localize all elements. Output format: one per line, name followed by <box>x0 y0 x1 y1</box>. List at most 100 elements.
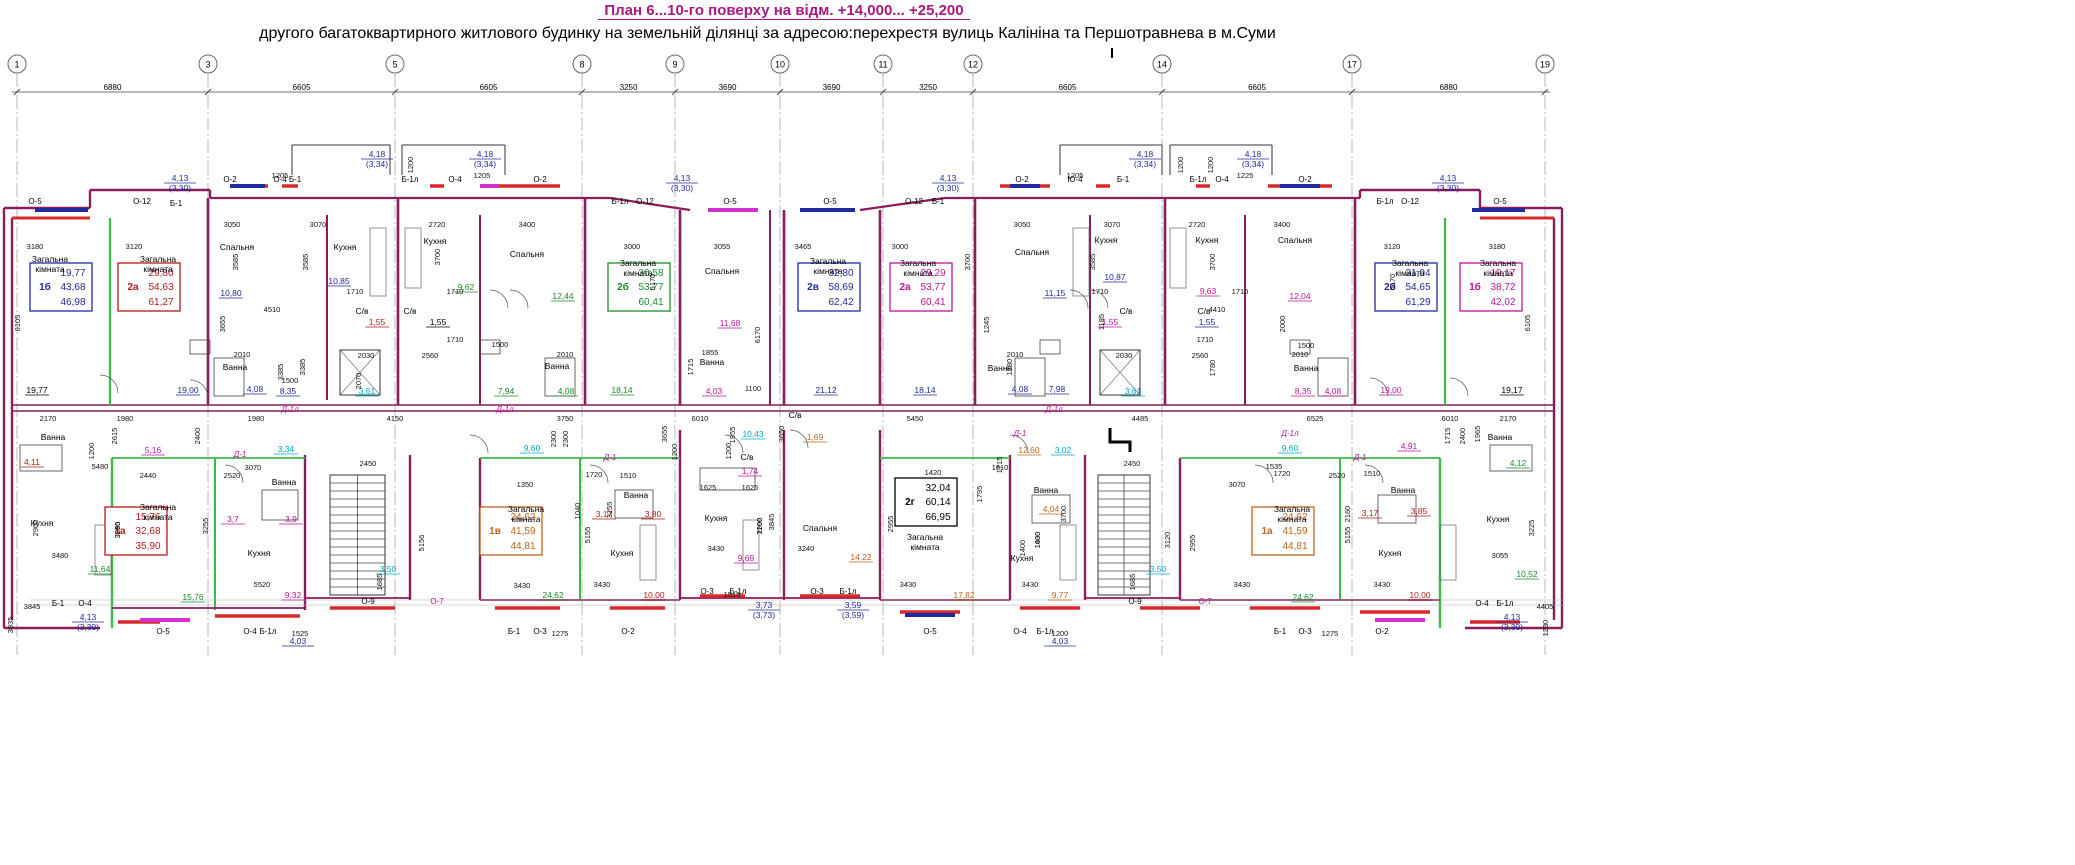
room-label: Ванна <box>545 361 570 371</box>
room-area: 9,62 <box>458 282 475 292</box>
room-label: кімната <box>1277 514 1306 524</box>
element-mark: О-3 <box>810 587 824 596</box>
element-mark: О-4 <box>1013 627 1027 636</box>
element-mark: Д-1 <box>603 453 617 462</box>
dimension-label: 3750 <box>557 414 574 423</box>
balcony-area: 3,73 <box>756 600 773 610</box>
apartment-box <box>797 262 861 312</box>
room-area: 3,34 <box>278 444 295 454</box>
element-mark: Б-1 <box>52 599 65 608</box>
axis-label: 3 <box>205 60 210 70</box>
room-area: 15,76 <box>182 592 204 602</box>
apartment-type: 2а <box>127 282 139 293</box>
room-label: Загальна <box>140 254 177 264</box>
dimension-tick <box>969 88 977 96</box>
axis-label: 9 <box>672 60 677 70</box>
dimension-label: 5480 <box>92 462 109 471</box>
dimension-tick <box>879 88 887 96</box>
room-area: 7,94 <box>498 386 515 396</box>
dimension-label: 1510 <box>620 471 637 480</box>
dimension-tick <box>578 88 586 96</box>
room-label: Ванна <box>272 477 297 487</box>
room-label: Кухня <box>611 548 634 558</box>
room-label: Ванна <box>624 490 649 500</box>
dimension-label: 3265 <box>113 522 122 539</box>
room-label: Ванна <box>1294 363 1319 373</box>
element-mark: Б-1л <box>839 587 856 596</box>
dimension-label: 3585 <box>1088 254 1097 271</box>
plan-subtitle: другого багатоквартирного житлового буди… <box>259 25 1276 42</box>
room-area: 3,50 <box>380 564 397 574</box>
lift-cross <box>1099 349 1141 396</box>
dimension-label: 1610 <box>992 463 1009 472</box>
dimension-label: 3585 <box>301 254 310 271</box>
dimension-label: 3000 <box>624 242 641 251</box>
apartment-total-area: 58,69 <box>828 282 853 293</box>
dimension-label: 3050 <box>1014 220 1031 229</box>
door-swing <box>724 434 744 454</box>
plan-labels: 1б19,7743,6846,982а29,8054,6361,272б30,5… <box>6 149 1553 647</box>
room-label: Спальня <box>705 266 740 276</box>
dimension-label: 1275 <box>1322 629 1339 638</box>
room-area: 19,00 <box>177 385 199 395</box>
dimension-label: 1205 <box>474 171 491 180</box>
room-label: Спальня <box>1278 235 1313 245</box>
room-area: 1,55 <box>430 317 447 327</box>
dimension-label: 3070 <box>1229 480 1246 489</box>
element-mark: Д-1л <box>495 405 514 414</box>
room-label: С/в <box>403 306 417 316</box>
dimension-label: 6170 <box>1388 274 1397 291</box>
dimension-label: 3430 <box>1022 580 1039 589</box>
room-area: 4,08 <box>1012 384 1029 394</box>
dimension-label: 2450 <box>360 459 377 468</box>
element-mark: Б-1л <box>1496 599 1513 608</box>
dimension-label: 3055 <box>1492 551 1509 560</box>
dimension-label: 3845 <box>24 602 41 611</box>
room-area: 24,62 <box>1292 592 1314 602</box>
room-label: кімната <box>910 542 939 552</box>
dimension-label: 1710 <box>1092 287 1109 296</box>
element-mark: Б-1л <box>729 587 746 596</box>
apartment-box <box>889 262 953 312</box>
element-mark: О-2 <box>223 175 237 184</box>
apartment-total-area: 41,59 <box>510 526 535 537</box>
balcony-area: 4,13 <box>1440 173 1457 183</box>
room-area: 3,02 <box>1055 445 1072 455</box>
balcony-area-reduced: (3,34) <box>1242 159 1264 169</box>
apartment-total-area: 54,63 <box>148 282 173 293</box>
element-mark: Б-1л <box>1376 197 1393 206</box>
element-mark: Б-1 <box>1117 175 1130 184</box>
dimension-label: 2030 <box>358 351 375 360</box>
element-mark: Б-1 <box>932 197 945 206</box>
room-label: Ванна <box>1488 432 1513 442</box>
fixture <box>213 357 245 397</box>
axis-label: 11 <box>878 60 887 70</box>
room-area: 4,12 <box>1510 458 1527 468</box>
element-mark: О-4 <box>243 627 257 636</box>
dimension-tick <box>1348 88 1356 96</box>
axis-dimension: 6605 <box>480 83 498 92</box>
room-label: кімната <box>143 512 172 522</box>
dimension-label: 3070 <box>1104 220 1121 229</box>
room-area: 18,14 <box>914 385 936 395</box>
room-label: кімната <box>623 268 652 278</box>
element-mark: О-5 <box>28 197 42 206</box>
dimension-label: 2300 <box>549 431 558 448</box>
dimension-label: 1030 <box>1033 532 1042 549</box>
fixture <box>1489 444 1533 472</box>
dimension-label: 1715 <box>1443 428 1452 445</box>
room-area: 12,04 <box>1289 291 1311 301</box>
room-area: 3,61 <box>359 386 376 396</box>
room-area: 4,11 <box>24 457 40 467</box>
balcony-area-reduced: (3,30) <box>671 183 693 193</box>
apartment-total-area: 53,77 <box>638 282 663 293</box>
dimension-label: 6010 <box>1442 414 1459 423</box>
dimension-label: 2010 <box>234 350 251 359</box>
fixture <box>1031 494 1071 524</box>
dimension-label: 3070 <box>310 220 327 229</box>
wall <box>609 196 691 212</box>
dimension-label: 2720 <box>429 220 446 229</box>
element-mark: О-4 <box>1475 599 1489 608</box>
room-area: 4,03 <box>706 386 723 396</box>
